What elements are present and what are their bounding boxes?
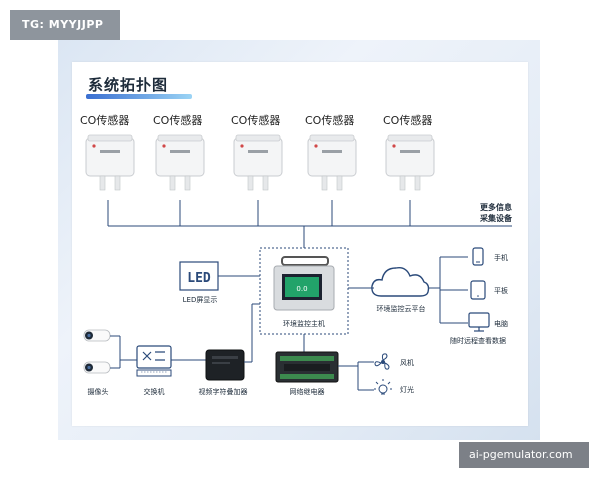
- network-relay: [275, 351, 339, 383]
- tablet-icon: [470, 280, 486, 300]
- switch-label: 交换机: [144, 387, 165, 396]
- camera-icon: [83, 329, 111, 342]
- sensor-bus-line: [107, 200, 512, 248]
- sensor-label: CO传感器: [305, 114, 355, 127]
- more-devices-label: 更多信息 采集设备: [462, 202, 512, 224]
- lightbulb-icon: [374, 379, 392, 395]
- site-footer: ai-pgemulator.com: [459, 442, 589, 468]
- host-machine: 0.0 环境监控主机: [259, 247, 349, 335]
- host-screen-value: 0.0: [296, 285, 307, 293]
- sensor-label: CO传感器: [231, 114, 281, 127]
- cloud-platform: 环境监控云平台: [371, 266, 430, 313]
- tablet-label: 平板: [494, 286, 508, 295]
- diagram-title: 系统拓扑图: [88, 76, 169, 94]
- fan-icon: [374, 353, 390, 370]
- led-label: LED屏显示: [183, 296, 218, 304]
- sensor-label: CO传感器: [153, 114, 203, 127]
- led-display: LED LED屏显示: [179, 261, 219, 304]
- cloud-label: 环境监控云平台: [377, 304, 426, 313]
- light-label: 灯光: [400, 385, 414, 394]
- monitor-icon: [468, 312, 490, 332]
- more-devices-line: 更多信息: [480, 203, 512, 212]
- sensor-label: CO传感器: [80, 114, 130, 127]
- device-branch: [428, 256, 468, 324]
- co-sensor: [85, 134, 135, 191]
- overlay-label: 视频字符叠加器: [199, 387, 248, 396]
- pc-label: 电脑: [494, 319, 508, 328]
- title-underline: [86, 94, 192, 99]
- phone-icon: [472, 247, 484, 266]
- more-devices-line: 采集设备: [480, 214, 512, 223]
- co-sensor: [233, 134, 283, 191]
- overlay-host-link: [244, 303, 260, 363]
- co-sensor: [155, 134, 205, 191]
- overlay-device: [205, 349, 245, 381]
- switch-icon: [136, 345, 172, 377]
- svg-text:LED: LED: [187, 271, 211, 286]
- remote-label: 随时远程查看数据: [450, 336, 506, 345]
- relay-outputs: [338, 361, 374, 391]
- camera-links: [110, 335, 137, 369]
- fan-label: 风机: [400, 358, 414, 367]
- watermark-tag: TG: MYYJJPP: [10, 10, 120, 40]
- camera-label: 摄像头: [88, 387, 109, 396]
- host-label: 环境监控主机: [283, 319, 325, 328]
- phone-label: 手机: [494, 253, 508, 262]
- camera-icon: [83, 361, 111, 374]
- co-sensor: [385, 134, 435, 191]
- relay-label: 网络继电器: [290, 387, 325, 396]
- sensor-label: CO传感器: [383, 114, 433, 127]
- co-sensor: [307, 134, 357, 191]
